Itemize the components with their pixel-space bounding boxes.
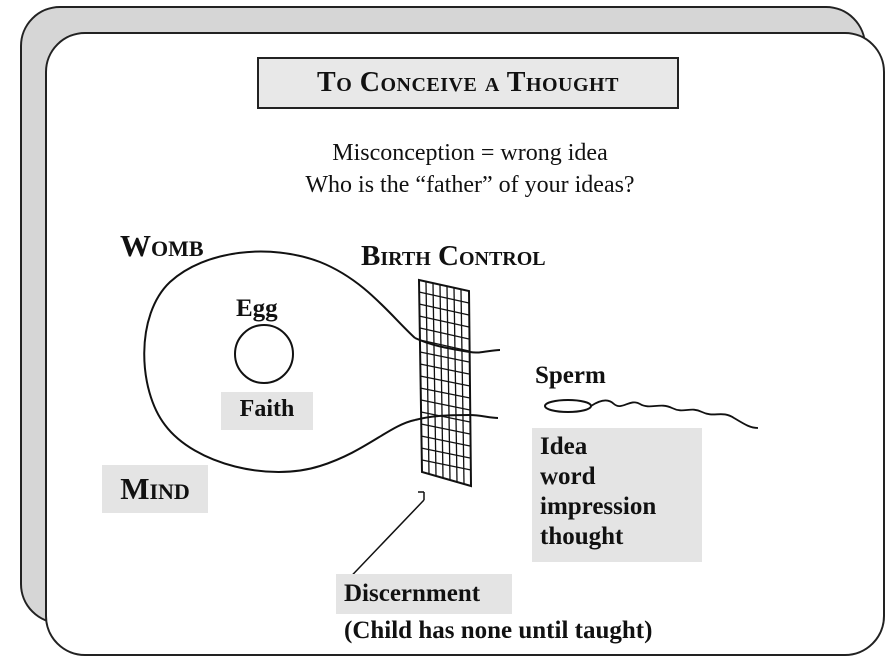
idea-line-1: Idea xyxy=(540,433,588,460)
subtitle-line-1: Misconception = wrong idea xyxy=(332,140,608,166)
subtitle-line-2: Who is the “father” of your ideas? xyxy=(305,172,635,198)
sperm-head xyxy=(544,399,592,413)
discernment-note: (Child has none until taught) xyxy=(344,617,653,644)
womb-label: Womb xyxy=(120,228,204,263)
idea-line-4: thought xyxy=(540,523,624,550)
egg-label: Egg xyxy=(236,295,278,322)
egg-circle xyxy=(234,324,294,384)
idea-line-3: impression xyxy=(540,493,657,520)
slide-title: To Conceive a Thought xyxy=(257,57,679,109)
birth-control-grid xyxy=(417,278,473,488)
idea-list: Idea word impression thought xyxy=(532,428,702,562)
faith-label: Faith xyxy=(221,392,313,430)
sperm-label: Sperm xyxy=(535,362,606,389)
birth-control-label: Birth Control xyxy=(361,240,546,272)
idea-line-2: word xyxy=(540,463,596,490)
mind-label: Mind xyxy=(102,465,208,513)
sperm-tail xyxy=(590,399,759,429)
discernment-label: Discernment xyxy=(336,574,512,614)
womb-outline xyxy=(143,250,416,473)
tube-upper-line xyxy=(414,337,501,354)
slide-card xyxy=(45,32,885,656)
